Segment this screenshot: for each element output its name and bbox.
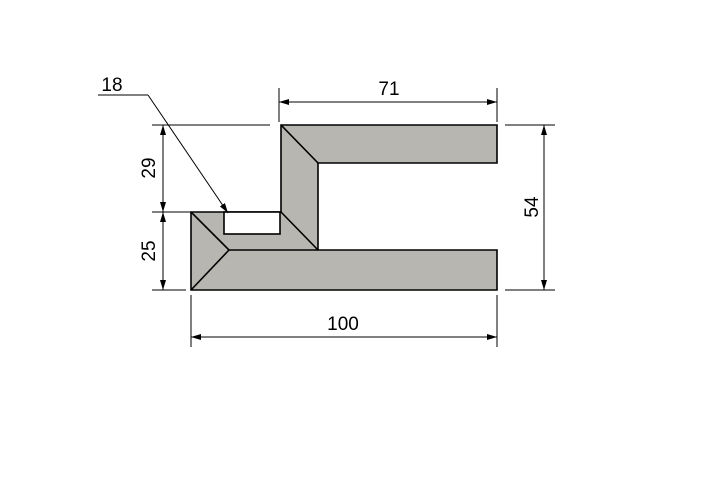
dimension-slot-leader: 18 bbox=[98, 75, 229, 214]
bevel-edge-upper-inner bbox=[280, 211, 319, 251]
profile-shape bbox=[190, 124, 498, 291]
bevel-edge-left-top bbox=[190, 211, 230, 251]
dimension-total-height: 54 bbox=[505, 124, 555, 291]
dimension-left-heights: 29 25 bbox=[139, 124, 270, 291]
dimension-label: 71 bbox=[378, 79, 399, 100]
dimension-label: 54 bbox=[522, 196, 543, 218]
dimension-label: 18 bbox=[101, 75, 122, 96]
dimension-top-width: 71 bbox=[278, 79, 498, 122]
dimension-label-lower: 25 bbox=[139, 240, 160, 261]
slot bbox=[223, 211, 281, 235]
leader-line bbox=[147, 94, 229, 214]
dimension-label-upper: 29 bbox=[139, 157, 160, 178]
dimension-label: 100 bbox=[327, 314, 359, 335]
bevel-edge-left-bottom bbox=[190, 249, 230, 291]
dimension-total-width: 100 bbox=[190, 295, 498, 347]
profile-outline bbox=[190, 124, 498, 291]
bevel-edge-upper-outer bbox=[280, 124, 319, 164]
